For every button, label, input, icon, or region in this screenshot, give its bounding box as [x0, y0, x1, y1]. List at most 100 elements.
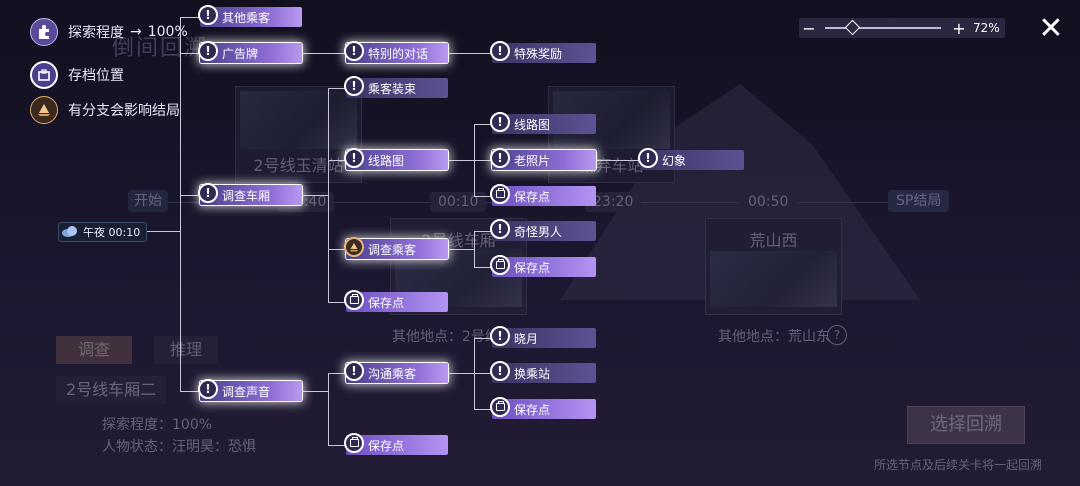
exclaim-icon: !	[490, 219, 510, 239]
node-passenger-outfit[interactable]: ! 乘客装束	[344, 76, 448, 98]
exclaim-icon: !	[344, 148, 364, 168]
save-box-icon	[30, 61, 58, 89]
node-label: 线路图	[514, 117, 551, 132]
card-picture	[240, 91, 357, 149]
exclaim-icon: !	[490, 112, 510, 132]
time-chip-4: 00:50	[740, 192, 797, 212]
node-label: 保存点	[514, 402, 551, 417]
exclaim-icon: !	[198, 5, 218, 25]
save-box-icon	[490, 397, 510, 417]
node-label: 奇怪男人	[514, 224, 563, 239]
exclaim-icon: !	[344, 76, 364, 96]
exclaim-icon: !	[344, 361, 364, 381]
zoom-out-button[interactable]: −	[802, 18, 816, 38]
save-box-icon	[490, 184, 510, 204]
node-old-photo[interactable]: ! 老照片	[490, 148, 596, 170]
node-label: 幻象	[662, 153, 687, 168]
select-rewind-button[interactable]: 选择回溯	[907, 406, 1025, 444]
location-label: 2号线车厢二	[56, 376, 167, 404]
exclaim-icon: !	[198, 183, 218, 203]
node-save-1[interactable]: 保存点	[490, 184, 596, 206]
legend-save: 存档位置	[30, 61, 124, 89]
node-label: 特别的对话	[368, 46, 429, 61]
zoom-slider[interactable]	[825, 19, 941, 36]
exclaim-icon: !	[344, 41, 364, 61]
card-caption: 荒山西	[749, 231, 798, 250]
node-label: 换乘站	[514, 366, 551, 381]
node-other-passengers[interactable]: ! 其他乘客	[198, 5, 302, 27]
node-save-3[interactable]: 保存点	[344, 290, 448, 312]
puzzle-icon	[30, 18, 58, 46]
start-chip[interactable]: 开始	[128, 190, 168, 212]
tab-reason[interactable]: 推理	[154, 336, 219, 364]
node-inspect-passenger[interactable]: 调查乘客	[344, 237, 448, 259]
time-chip-3: 23:20	[585, 192, 642, 212]
node-label: 保存点	[368, 295, 405, 310]
node-special-reward[interactable]: ! 特殊奖励	[490, 41, 596, 63]
node-label: 调查声音	[222, 384, 271, 399]
node-save-2[interactable]: 保存点	[490, 255, 596, 277]
node-route-map-1[interactable]: ! 线路图	[344, 148, 448, 170]
character-status: 人物状态：汪明昊：恐惧	[102, 439, 256, 455]
legend-branch: 有分支会影响结局	[30, 96, 180, 124]
node-inspect-sound[interactable]: ! 调查声音	[198, 379, 302, 401]
node-label: 乘客装束	[368, 81, 417, 96]
zoom-level: 72%	[973, 21, 1000, 35]
bg-location-card-3[interactable]: 荒山西	[705, 218, 842, 315]
bg-title: 倒间回溯	[112, 36, 209, 61]
night-cloud-icon	[62, 226, 77, 237]
node-label: 保存点	[514, 260, 551, 275]
zoom-control: − + 72%	[799, 18, 1005, 38]
time-chip-2: 00:10	[430, 192, 487, 212]
exclaim-icon: !	[490, 41, 510, 61]
node-route-map-2[interactable]: ! 线路图	[490, 112, 596, 134]
exclaim-icon: !	[198, 379, 218, 399]
exclaim-icon: !	[490, 326, 510, 346]
node-strange-man[interactable]: ! 奇怪男人	[490, 219, 596, 241]
node-save-5[interactable]: 保存点	[344, 433, 448, 455]
exclaim-icon: !	[490, 361, 510, 381]
explore-label: 探索程度	[68, 25, 124, 41]
node-illusion[interactable]: ! 幻象	[638, 148, 744, 170]
sp-end-chip[interactable]: SP结局	[888, 190, 950, 212]
node-label: 线路图	[368, 153, 405, 168]
zoom-in-button[interactable]: +	[952, 18, 966, 38]
save-box-icon	[344, 290, 364, 310]
exclaim-icon: !	[198, 41, 218, 61]
node-transfer-station[interactable]: ! 换乘站	[490, 361, 596, 383]
save-label: 存档位置	[68, 68, 124, 84]
tab-investigate[interactable]: 调查	[56, 336, 133, 364]
node-save-4[interactable]: 保存点	[490, 397, 596, 419]
save-box-icon	[344, 433, 364, 453]
rewind-hint: 所选节点及后续关卡将一起回溯	[874, 458, 1043, 472]
root-label: 午夜 00:10	[83, 226, 141, 239]
node-communicate-passenger[interactable]: ! 沟通乘客	[344, 361, 448, 383]
node-label: 调查乘客	[368, 242, 417, 257]
node-label: 特殊奖励	[514, 46, 563, 61]
node-label: 调查车厢	[222, 188, 271, 203]
node-billboard[interactable]: ! 广告牌	[198, 41, 302, 63]
explore-value: 100%	[147, 24, 188, 40]
node-inspect-carriage[interactable]: ! 调查车厢	[198, 183, 302, 205]
node-xiaoyue[interactable]: !晓月	[490, 326, 596, 348]
other-location-2: 其他地点：荒山东	[718, 329, 830, 345]
node-label: 沟通乘客	[368, 366, 417, 381]
save-box-icon	[490, 255, 510, 275]
bg-location-card-1[interactable]: 2号线玉清站	[235, 86, 362, 183]
branch-sail-icon	[30, 96, 58, 124]
node-label: 广告牌	[222, 46, 259, 61]
help-icon[interactable]: ?	[827, 325, 847, 345]
node-label: 其他乘客	[222, 10, 271, 25]
branch-label: 有分支会影响结局	[68, 103, 180, 119]
node-label: 老照片	[514, 153, 551, 168]
node-label: 保存点	[514, 189, 551, 204]
node-special-dialog[interactable]: ! 特别的对话	[344, 41, 448, 63]
root-node-midnight[interactable]: 午夜 00:10	[58, 222, 148, 242]
exclaim-icon: !	[490, 148, 510, 168]
close-button[interactable]: ✕	[1038, 11, 1064, 46]
card-caption: 2号线玉清站	[253, 156, 344, 175]
node-label: 保存点	[368, 438, 405, 453]
exclaim-icon: !	[638, 148, 658, 168]
zoom-slider-thumb[interactable]	[844, 19, 860, 36]
explore-status: 探索程度：100%	[102, 417, 213, 433]
